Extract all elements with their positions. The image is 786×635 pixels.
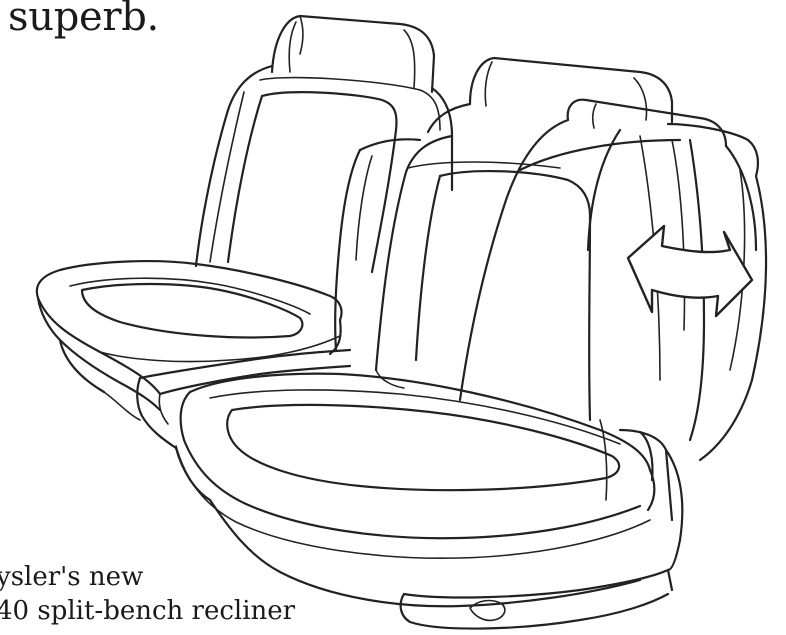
left-headrest xyxy=(270,14,436,94)
right-headrest xyxy=(566,98,759,178)
center-seatback-upright xyxy=(334,102,592,422)
left-seatback xyxy=(194,64,454,274)
caption: ysler's new 40 split-bench recliner xyxy=(0,560,295,628)
caption-line-2: 40 split-bench recliner xyxy=(0,596,296,626)
recline-arrow-icon xyxy=(626,224,754,318)
center-armrest xyxy=(136,348,352,502)
caption-line-1: ysler's new xyxy=(0,562,144,592)
left-seat-base xyxy=(58,338,141,421)
heading-fragment: superb. xyxy=(8,0,159,40)
recliner-side-panel xyxy=(599,419,684,572)
center-headrest xyxy=(468,56,674,124)
right-seat-cushion xyxy=(175,372,674,630)
